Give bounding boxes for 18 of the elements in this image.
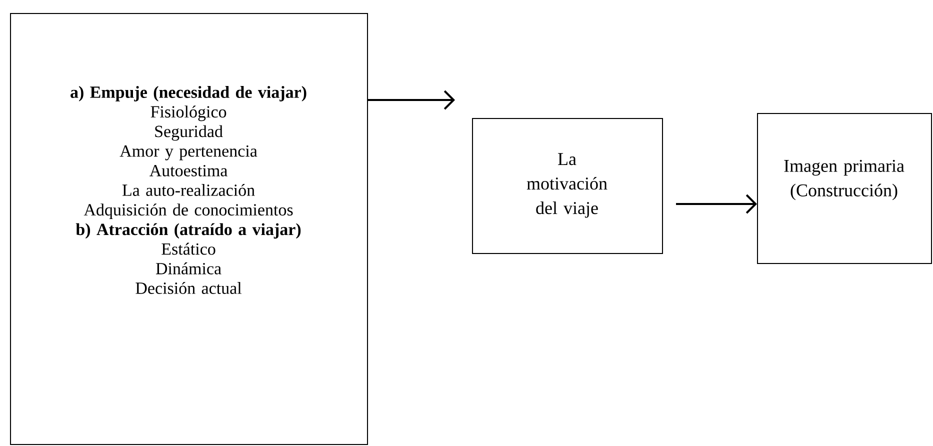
heading-text: a) Empuje (necesidad de viajar)	[70, 86, 306, 102]
process-box	[472, 118, 663, 254]
list-item: Estático	[162, 242, 216, 255]
process-box	[757, 113, 932, 264]
list-item: Amor y pertenencia	[120, 145, 258, 160]
arrow	[368, 90, 455, 110]
arrow	[676, 194, 757, 214]
heading-text: b) Atracción (atraído a viajar)	[76, 223, 301, 239]
list-item: Decisión actual	[136, 282, 242, 294]
box-text: Imagen primaria (Construcción)	[784, 160, 904, 200]
list-item: Seguridad	[155, 125, 223, 141]
box-text: La motivación del viaje	[526, 153, 608, 218]
list-item: Fisiológico	[150, 106, 226, 122]
list-item: Dinámica	[156, 262, 222, 274]
process-box	[10, 13, 368, 445]
list-item: Adquisición de conocimientos	[84, 204, 293, 220]
list-item: La auto-realización	[122, 184, 255, 196]
list-item: Autoestima	[150, 164, 228, 176]
